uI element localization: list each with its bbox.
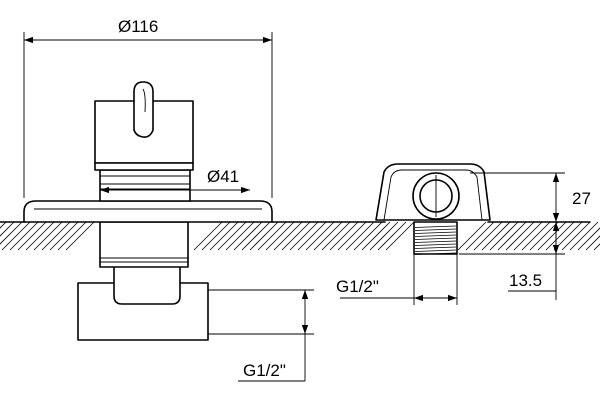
hatch-line xyxy=(585,235,600,251)
dimension-thread-main: G1/2" xyxy=(208,289,314,382)
hatch-line xyxy=(337,221,367,251)
hatch-line xyxy=(313,221,343,251)
collar-ring xyxy=(99,169,191,202)
hatch-line xyxy=(201,221,231,251)
handle-base-ring xyxy=(94,162,194,171)
hatch-line xyxy=(577,227,600,251)
wall-hatching xyxy=(0,221,600,251)
thread-line xyxy=(414,249,457,252)
hatch-line xyxy=(233,221,263,251)
hatch-line xyxy=(289,221,319,251)
hatch-line xyxy=(0,221,7,229)
thread-line xyxy=(414,240,457,243)
hatch-line xyxy=(353,221,383,251)
hatch-line xyxy=(473,221,503,251)
side-view xyxy=(375,163,491,255)
hatch-line xyxy=(0,221,23,245)
main-valve xyxy=(23,81,273,341)
hatch-line xyxy=(49,221,79,251)
hatch-line xyxy=(489,221,519,251)
hatch-line xyxy=(521,221,551,251)
hatch-line xyxy=(369,221,399,251)
hatch-line xyxy=(593,243,600,251)
hatch-line xyxy=(33,221,63,251)
hatch-line xyxy=(225,221,255,251)
thread-line xyxy=(414,252,457,255)
hatch-line xyxy=(65,221,95,251)
dimension-height-27: 27 xyxy=(470,172,591,223)
hatch-line xyxy=(329,221,359,251)
dia-41-label: Ø41 xyxy=(207,167,239,186)
hatch-line xyxy=(273,221,303,251)
thread-main-label: G1/2" xyxy=(243,361,286,380)
escutcheon-plate xyxy=(23,200,273,223)
hatch-line xyxy=(457,221,487,251)
hatch-line xyxy=(0,221,15,237)
hatch-line xyxy=(569,221,599,251)
hatch-line xyxy=(1,221,31,251)
hatch-line xyxy=(41,221,71,251)
hatch-line xyxy=(265,221,295,251)
hatch-line xyxy=(257,221,287,251)
thread-side-label: G1/2" xyxy=(336,277,379,296)
hatch-line xyxy=(57,221,87,251)
thread-line xyxy=(414,246,457,249)
thread-line xyxy=(414,237,457,240)
dimension-dia-116: Ø116 xyxy=(23,17,273,198)
hatch-line xyxy=(297,221,327,251)
lever-handle xyxy=(133,81,154,138)
hatch-line xyxy=(513,221,543,251)
dia-116-label: Ø116 xyxy=(118,17,158,36)
hatch-line xyxy=(497,221,527,251)
hatch-line xyxy=(561,221,591,251)
hatch-line xyxy=(17,221,47,251)
hatch-line xyxy=(481,221,511,251)
hatch-line xyxy=(545,221,575,251)
hatch-line xyxy=(465,221,495,251)
hatch-line xyxy=(385,221,415,251)
hatch-line xyxy=(305,221,335,251)
hatch-line xyxy=(553,221,583,251)
hatch-line xyxy=(321,221,351,251)
hatch-line xyxy=(345,221,375,251)
hatch-line xyxy=(281,221,311,251)
hatch-line xyxy=(209,221,239,251)
dimension-depth-13-5: 13.5 xyxy=(459,222,565,300)
dimension-thread-side: G1/2" xyxy=(336,254,458,305)
thread-line xyxy=(414,231,457,234)
hatch-line xyxy=(529,221,559,251)
thread-line xyxy=(414,234,457,237)
thread-lines xyxy=(414,225,457,255)
wall-section xyxy=(0,221,600,251)
outlet-neck xyxy=(113,264,181,305)
hatch-line xyxy=(9,221,39,251)
thread-line xyxy=(414,228,457,231)
hatch-line xyxy=(241,221,271,251)
depth-13-5-label: 13.5 xyxy=(509,271,542,290)
thread-line xyxy=(414,225,457,228)
thread-line xyxy=(414,243,457,246)
hatch-line xyxy=(25,221,55,251)
height-27-label: 27 xyxy=(572,189,591,208)
hatch-line xyxy=(217,221,247,251)
hatch-line xyxy=(537,221,567,251)
hatch-line xyxy=(505,221,535,251)
hatch-line xyxy=(377,221,407,251)
hatch-line xyxy=(193,221,223,251)
dimension-dia-41: Ø41 xyxy=(100,167,250,194)
hatch-line xyxy=(249,221,279,251)
hatch-line xyxy=(361,221,391,251)
valve-cartridge xyxy=(99,221,189,268)
